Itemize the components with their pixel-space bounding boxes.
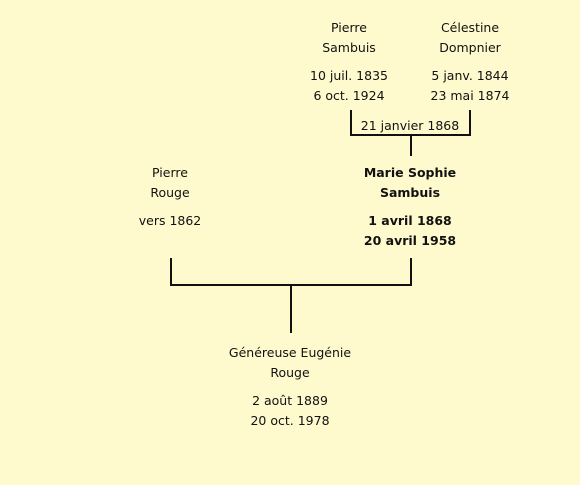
connector-grandmother-drop — [469, 110, 471, 136]
birth-date: 10 juil. 1835 — [310, 68, 388, 83]
life-dates: 1 avril 1868 20 avril 1958 — [325, 211, 495, 251]
death-date: 23 mai 1874 — [430, 88, 510, 103]
connector-father-drop — [170, 258, 172, 286]
birth-date: vers 1862 — [138, 213, 202, 228]
person-celestine-dompnier[interactable]: Célestine Dompnier 5 janv. 1844 23 mai 1… — [385, 18, 555, 106]
birth-date: 2 août 1889 — [252, 393, 328, 408]
death-date: 20 avril 1958 — [363, 233, 457, 248]
person-marie-sophie-sambuis[interactable]: Marie Sophie Sambuis 1 avril 1868 20 avr… — [325, 163, 495, 251]
first-name: Marie Sophie — [363, 165, 457, 180]
birth-date: 1 avril 1868 — [368, 213, 452, 228]
last-name: Sambuis — [322, 40, 376, 55]
connector-grandparents-descent — [410, 136, 412, 156]
life-dates: 10 juil. 1835 6 oct. 1924 — [264, 66, 434, 106]
first-name: Pierre — [152, 165, 188, 180]
connector-grandfather-drop — [350, 110, 352, 136]
marriage-date-label: 21 janvier 1868 — [360, 118, 460, 133]
connector-mother-drop — [410, 258, 412, 286]
person-pierre-sambuis[interactable]: Pierre Sambuis 10 juil. 1835 6 oct. 1924 — [264, 18, 434, 106]
first-name: Généreuse Eugénie — [228, 345, 352, 360]
connector-parents-bar — [170, 284, 412, 286]
last-name: Dompnier — [439, 40, 501, 55]
person-pierre-rouge[interactable]: Pierre Rouge vers 1862 — [85, 163, 255, 231]
last-name: Sambuis — [379, 185, 441, 200]
life-dates: vers 1862 — [85, 211, 255, 231]
person-genereuse-eugenie-rouge[interactable]: Généreuse Eugénie Rouge 2 août 1889 20 o… — [205, 343, 375, 431]
death-date: 6 oct. 1924 — [313, 88, 385, 103]
first-name: Pierre — [331, 20, 367, 35]
connector-grandparents-bar — [350, 134, 471, 136]
birth-date: 5 janv. 1844 — [431, 68, 509, 83]
last-name: Rouge — [150, 185, 190, 200]
life-dates: 2 août 1889 20 oct. 1978 — [205, 391, 375, 431]
life-dates: 5 janv. 1844 23 mai 1874 — [385, 66, 555, 106]
connector-parents-descent — [290, 286, 292, 333]
last-name: Rouge — [270, 365, 310, 380]
death-date: 20 oct. 1978 — [250, 413, 330, 428]
first-name: Célestine — [440, 20, 500, 35]
